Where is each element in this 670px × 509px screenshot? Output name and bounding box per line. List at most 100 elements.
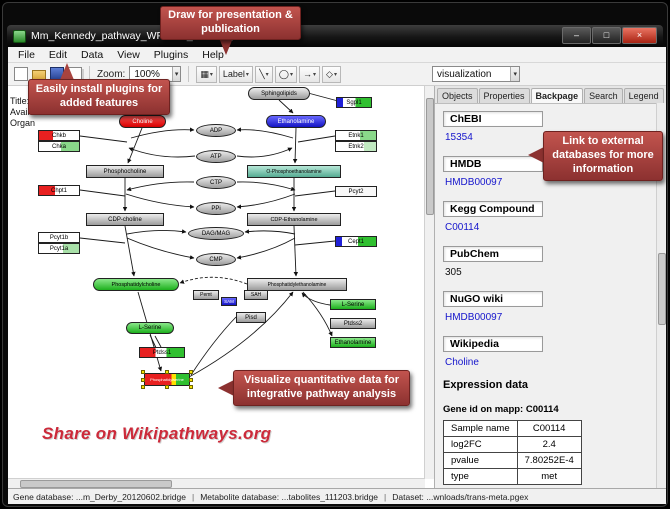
- shape-tool-button[interactable]: ◯▾: [274, 65, 298, 83]
- pathway-node-ptdss2[interactable]: Ptdss2: [330, 318, 376, 329]
- pathway-edge[interactable]: [125, 193, 195, 210]
- pathway-node-choline[interactable]: Choline: [119, 115, 166, 128]
- pathway-edge[interactable]: [154, 335, 162, 348]
- pathway-node-adp[interactable]: ADP: [196, 124, 236, 137]
- sidebar-scrollbar[interactable]: [656, 103, 666, 488]
- pathway-edge[interactable]: [293, 225, 299, 277]
- menu-item-edit[interactable]: Edit: [48, 48, 68, 61]
- pathway-node-pisd[interactable]: Pisd: [236, 312, 266, 323]
- pathway-node-pemt[interactable]: Pemt: [193, 290, 219, 300]
- pathway-edge[interactable]: [297, 135, 336, 143]
- anchor-tool-button[interactable]: ◇▾: [322, 65, 341, 83]
- pathway-node-ppi[interactable]: PPi: [196, 202, 236, 215]
- pathway-node-phosphatidylethanolamine[interactable]: Phosphatidylethanolamine: [247, 278, 347, 291]
- menu-item-help[interactable]: Help: [202, 48, 224, 61]
- tab-objects[interactable]: Objects: [437, 88, 478, 103]
- backpage-link-kegg-compound[interactable]: C00114: [445, 222, 480, 233]
- menu-item-file[interactable]: File: [18, 48, 35, 61]
- pathway-edge[interactable]: [236, 237, 296, 260]
- pathway-node-atp[interactable]: ATP: [196, 150, 236, 163]
- selection-handle[interactable]: [165, 370, 169, 374]
- pathway-edge[interactable]: [128, 147, 196, 158]
- pathway-edge[interactable]: [236, 127, 294, 139]
- pathway-node-etnk1[interactable]: Etnk1: [335, 130, 377, 141]
- pathway-node-sah[interactable]: SAH: [244, 290, 268, 300]
- menu-item-plugins[interactable]: Plugins: [153, 48, 189, 61]
- pathway-node-pcyt2[interactable]: Pcyt2: [335, 186, 377, 197]
- pathway-edge[interactable]: [307, 92, 339, 102]
- backpage-link-nugo-wiki[interactable]: HMDB00097: [445, 312, 503, 323]
- selection-handle[interactable]: [189, 377, 193, 382]
- pathway-edge[interactable]: [236, 193, 296, 209]
- pathway-node-l-serine[interactable]: L-Serine: [330, 299, 376, 310]
- pathway-node-cept1[interactable]: Cept1: [335, 236, 377, 247]
- pathway-node-dag-mag[interactable]: DAG/MAG: [188, 227, 244, 240]
- tab-backpage[interactable]: Backpage: [530, 88, 584, 103]
- pathway-edge[interactable]: [130, 127, 195, 139]
- pathway-node-ctp[interactable]: CTP: [196, 176, 236, 189]
- new-file-icon[interactable]: [14, 67, 28, 81]
- pathway-node-pcyt1a[interactable]: Pcyt1a: [38, 243, 80, 254]
- label-tool-button[interactable]: Label▾: [218, 65, 253, 83]
- canvas-horizontal-scrollbar[interactable]: [8, 478, 425, 488]
- pathway-edge[interactable]: [244, 229, 296, 235]
- pathway-node-ethanolamine[interactable]: Ethanolamine: [330, 337, 376, 348]
- visualization-select[interactable]: visualization ▾: [432, 66, 520, 82]
- menu-item-view[interactable]: View: [117, 48, 140, 61]
- scrollbar-thumb[interactable]: [20, 480, 172, 488]
- selection-handle[interactable]: [189, 385, 193, 389]
- menu-item-data[interactable]: Data: [81, 48, 104, 61]
- minimize-button[interactable]: –: [562, 27, 591, 44]
- pathway-edge[interactable]: [126, 181, 195, 192]
- selection-handle[interactable]: [189, 370, 193, 374]
- pathway-node-pcyt1b[interactable]: Pcyt1b: [38, 232, 80, 243]
- pathway-edge[interactable]: [126, 237, 195, 260]
- title-bar[interactable]: Mm_Kennedy_pathway_WP1771_45176.gpml: [13, 28, 547, 44]
- pathway-node-phosphocholine[interactable]: Phosphocholine: [86, 165, 164, 178]
- tab-search[interactable]: Search: [584, 88, 623, 103]
- tab-properties[interactable]: Properties: [478, 88, 530, 103]
- pathway-edge[interactable]: [236, 181, 296, 191]
- tab-legend[interactable]: Legend: [623, 88, 664, 103]
- pathway-node-cdp-ethanolamine[interactable]: CDP-Ethanolamine: [247, 213, 341, 226]
- pathway-node-chka[interactable]: Chka: [38, 141, 80, 152]
- maximize-button[interactable]: □: [592, 27, 621, 44]
- pathway-node-ptdss1[interactable]: Ptdss1: [139, 347, 185, 358]
- connector-tool-button[interactable]: →▾: [299, 65, 321, 83]
- pathway-node-chkb[interactable]: Chkb: [38, 130, 80, 141]
- selection-handle[interactable]: [141, 385, 145, 389]
- pathway-node-sphingolipids[interactable]: Sphingolipids: [248, 87, 310, 100]
- pathway-edge[interactable]: [278, 99, 294, 114]
- pathway-edge[interactable]: [292, 127, 298, 164]
- pathway-node-l-serine[interactable]: L-Serine: [126, 322, 174, 334]
- selection-handle[interactable]: [141, 377, 145, 382]
- pathway-edge[interactable]: [124, 225, 136, 277]
- pathway-edge[interactable]: [236, 147, 293, 158]
- pathway-node-cdp-choline[interactable]: CDP-choline: [86, 213, 164, 226]
- pathway-edge[interactable]: [302, 291, 333, 337]
- datanode-tool-button[interactable]: ▦▾: [196, 65, 217, 83]
- canvas-vertical-scrollbar[interactable]: [424, 86, 434, 479]
- backpage-link-chebi[interactable]: 15354: [445, 132, 473, 143]
- pathway-edge[interactable]: [126, 229, 187, 235]
- pathway-node-cmp[interactable]: CMP: [196, 253, 236, 266]
- selection-handle[interactable]: [165, 385, 169, 389]
- pathway-edge[interactable]: [179, 276, 248, 285]
- pathway-edge[interactable]: [294, 240, 336, 246]
- pathway-edge[interactable]: [190, 316, 237, 376]
- scrollbar-thumb[interactable]: [426, 98, 434, 215]
- pathway-edge[interactable]: [79, 237, 126, 244]
- backpage-link-hmdb[interactable]: HMDB00097: [445, 177, 503, 188]
- pathway-node-phosphatidylcholine[interactable]: Phosphatidylcholine: [93, 278, 179, 291]
- pathway-node-chpt1[interactable]: Chpt1: [38, 185, 80, 196]
- selection-handle[interactable]: [141, 370, 145, 374]
- pathway-edge[interactable]: [301, 292, 331, 306]
- scrollbar-thumb[interactable]: [658, 253, 666, 325]
- pathway-node-sgpl1[interactable]: Sgpl1: [336, 97, 372, 108]
- pathway-node-etnk2[interactable]: Etnk2: [335, 141, 377, 152]
- pathway-edge[interactable]: [79, 189, 126, 197]
- pathway-edge[interactable]: [127, 127, 143, 164]
- close-button[interactable]: ×: [622, 27, 657, 44]
- backpage-link-wikipedia[interactable]: Choline: [445, 357, 479, 368]
